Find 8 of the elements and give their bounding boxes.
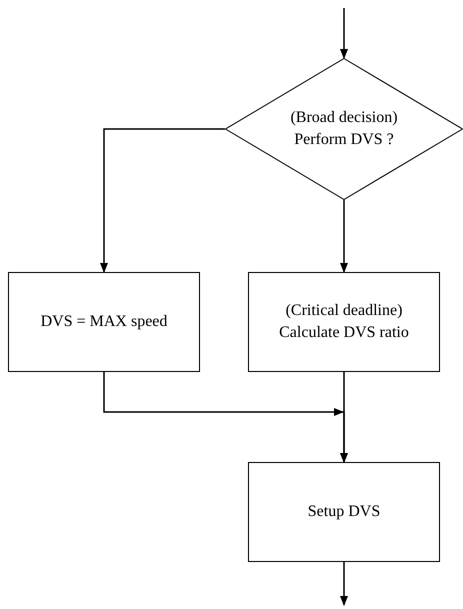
node-label: (Critical deadline) Calculate DVS ratio — [278, 301, 410, 343]
process-box — [248, 462, 440, 562]
node-label: (Broad decision) Perform DVS ? — [289, 108, 399, 150]
node-label: DVS = MAX speed — [40, 312, 168, 332]
node-label: Setup DVS — [308, 502, 380, 522]
decision-diamond — [225, 58, 463, 200]
process-box — [8, 272, 200, 372]
process-box — [248, 272, 440, 372]
